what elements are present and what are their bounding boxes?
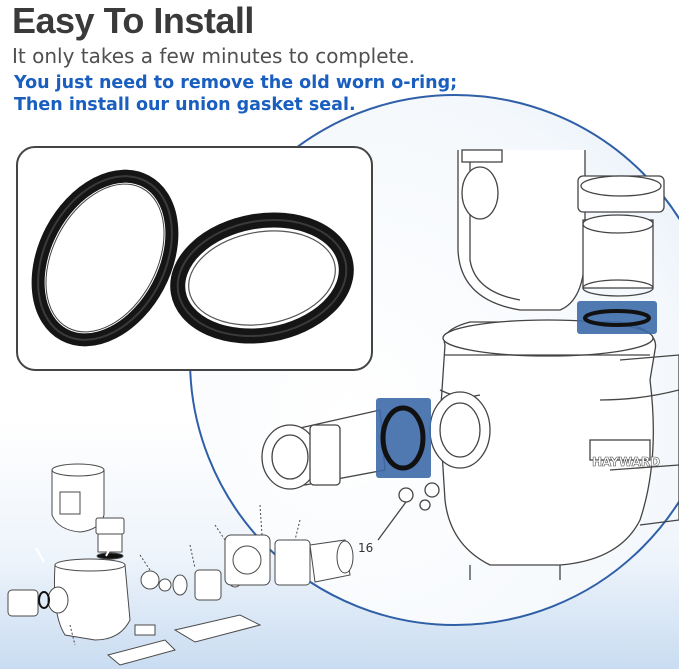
instruction-line-2: Then install our union gasket seal. [14,95,356,115]
subtitle: It only takes a few minutes to complete. [12,44,416,68]
pump-exploded-diagram [7,463,354,666]
gasket-ring-icon [31,169,179,347]
gasket-top-icon [583,309,651,327]
instructions: You just need to remove the old worn o-r… [14,72,457,116]
instruction-line-1: You just need to remove the old worn o-r… [14,73,458,93]
pump-closeup-diagram [261,149,679,580]
arrow-right-icon [105,544,113,557]
gasket-left-icon [380,405,426,471]
arrow-left-icon [35,547,45,563]
part-number-label: 16 [358,541,373,555]
gasket-ring-icon [170,212,354,344]
page-title: Easy To Install [12,0,254,41]
pump-brand-label: HAYWARD [592,455,660,469]
highlight-box-top [577,301,657,334]
